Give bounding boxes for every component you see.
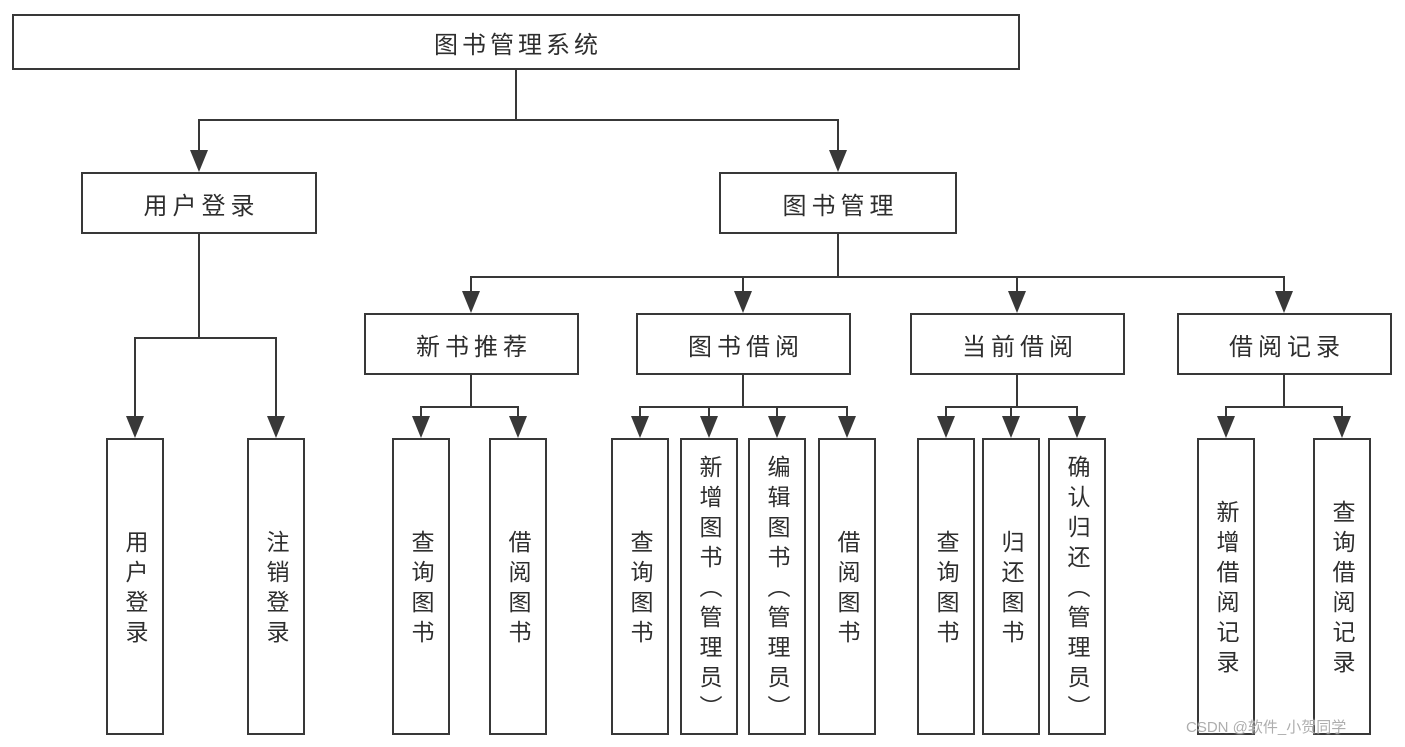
arrow-down-icon (1333, 416, 1351, 438)
connector-section-drop (1283, 375, 1285, 406)
connector-stem (742, 276, 744, 293)
node-leaf-query-books-1: 查询图书 (392, 438, 450, 735)
arrow-down-icon (838, 416, 856, 438)
node-label: 用户登录 (122, 530, 148, 650)
node-label: 当前借阅 (962, 333, 1078, 361)
node-leaf-logout: 注销登录 (247, 438, 305, 735)
arrow-down-icon (267, 416, 285, 438)
arrow-down-icon (829, 150, 847, 172)
arrow-down-icon (1008, 291, 1026, 313)
connector-stem (134, 337, 136, 418)
connector-stem (1341, 406, 1343, 418)
node-label: 用户登录 (143, 192, 260, 220)
connector-stem (1010, 406, 1012, 418)
connector-stem (275, 337, 277, 418)
connector-stem (1076, 406, 1078, 418)
arrow-down-icon (462, 291, 480, 313)
node-label: 查询图书 (627, 530, 653, 650)
node-label: 图书管理 (782, 192, 899, 220)
node-label: 归还图书 (998, 530, 1024, 650)
node-label: 借阅记录 (1229, 333, 1345, 361)
arrow-down-icon (1002, 416, 1020, 438)
arrow-down-icon (126, 416, 144, 438)
node-leaf-query-books-3: 查询图书 (917, 438, 975, 735)
connector-stem (945, 406, 947, 418)
connector-section-split (420, 406, 519, 408)
connector-stem (470, 276, 472, 293)
node-book-borrow: 图书借阅 (636, 313, 851, 375)
node-label: 确认归还（管理员） (1064, 455, 1090, 725)
connector-stem (639, 406, 641, 418)
node-label: 图书借阅 (688, 333, 804, 361)
node-leaf-edit-books-admin: 编辑图书（管理员） (748, 438, 806, 735)
node-label: 新增借阅记录 (1213, 500, 1239, 680)
arrow-down-icon (937, 416, 955, 438)
node-leaf-add-borrow-record: 新增借阅记录 (1197, 438, 1255, 735)
arrow-down-icon (412, 416, 430, 438)
node-label: 新书推荐 (416, 333, 532, 361)
node-label: 借阅图书 (834, 530, 860, 650)
connector-userlogin-drop (198, 234, 200, 337)
arrow-down-icon (768, 416, 786, 438)
node-label: 编辑图书（管理员） (764, 455, 790, 725)
node-leaf-query-books-2: 查询图书 (611, 438, 669, 735)
node-leaf-add-books-admin: 新增图书（管理员） (680, 438, 738, 735)
node-leaf-query-borrow-record: 查询借阅记录 (1313, 438, 1371, 735)
connector-section-drop (1016, 375, 1018, 406)
connector-stem (198, 119, 200, 152)
node-label: 查询图书 (933, 530, 959, 650)
arrow-down-icon (1275, 291, 1293, 313)
arrow-down-icon (1217, 416, 1235, 438)
node-label: 图书管理系统 (434, 31, 602, 59)
watermark: CSDN @软件_小贺同学 (1186, 719, 1347, 736)
connector-userlogin-split (134, 337, 277, 339)
arrow-down-icon (190, 150, 208, 172)
node-borrow-records: 借阅记录 (1177, 313, 1392, 375)
node-leaf-return-books: 归还图书 (982, 438, 1040, 735)
arrow-down-icon (509, 416, 527, 438)
arrow-down-icon (700, 416, 718, 438)
connector-stem (1016, 276, 1018, 293)
connector-stem (846, 406, 848, 418)
connector-section-drop (742, 375, 744, 406)
node-library-system: 图书管理系统 (12, 14, 1020, 70)
connector-stem (837, 119, 839, 152)
node-leaf-user-login: 用户登录 (106, 438, 164, 735)
node-leaf-borrow-books-2: 借阅图书 (818, 438, 876, 735)
connector-stem (776, 406, 778, 418)
node-current-borrow: 当前借阅 (910, 313, 1125, 375)
node-label: 注销登录 (263, 530, 289, 650)
connector-root-split (198, 119, 839, 121)
node-leaf-borrow-books-1: 借阅图书 (489, 438, 547, 735)
node-leaf-confirm-return-admin: 确认归还（管理员） (1048, 438, 1106, 735)
node-user-login: 用户登录 (81, 172, 317, 234)
arrow-down-icon (734, 291, 752, 313)
node-new-book-recommend: 新书推荐 (364, 313, 579, 375)
connector-stem (420, 406, 422, 418)
connector-bookmgmt-split (470, 276, 1285, 278)
connector-bookmgmt-drop (837, 234, 839, 276)
node-label: 借阅图书 (505, 530, 531, 650)
connector-section-split (639, 406, 848, 408)
node-book-management: 图书管理 (719, 172, 957, 234)
node-label: 查询图书 (408, 530, 434, 650)
connector-stem (708, 406, 710, 418)
node-label: 查询借阅记录 (1329, 500, 1355, 680)
arrow-down-icon (631, 416, 649, 438)
arrow-down-icon (1068, 416, 1086, 438)
connector-stem (517, 406, 519, 418)
connector-stem (1283, 276, 1285, 293)
connector-root-drop (515, 70, 517, 119)
connector-section-split (1225, 406, 1343, 408)
node-label: 新增图书（管理员） (696, 455, 722, 725)
connector-stem (1225, 406, 1227, 418)
connector-section-drop (470, 375, 472, 406)
